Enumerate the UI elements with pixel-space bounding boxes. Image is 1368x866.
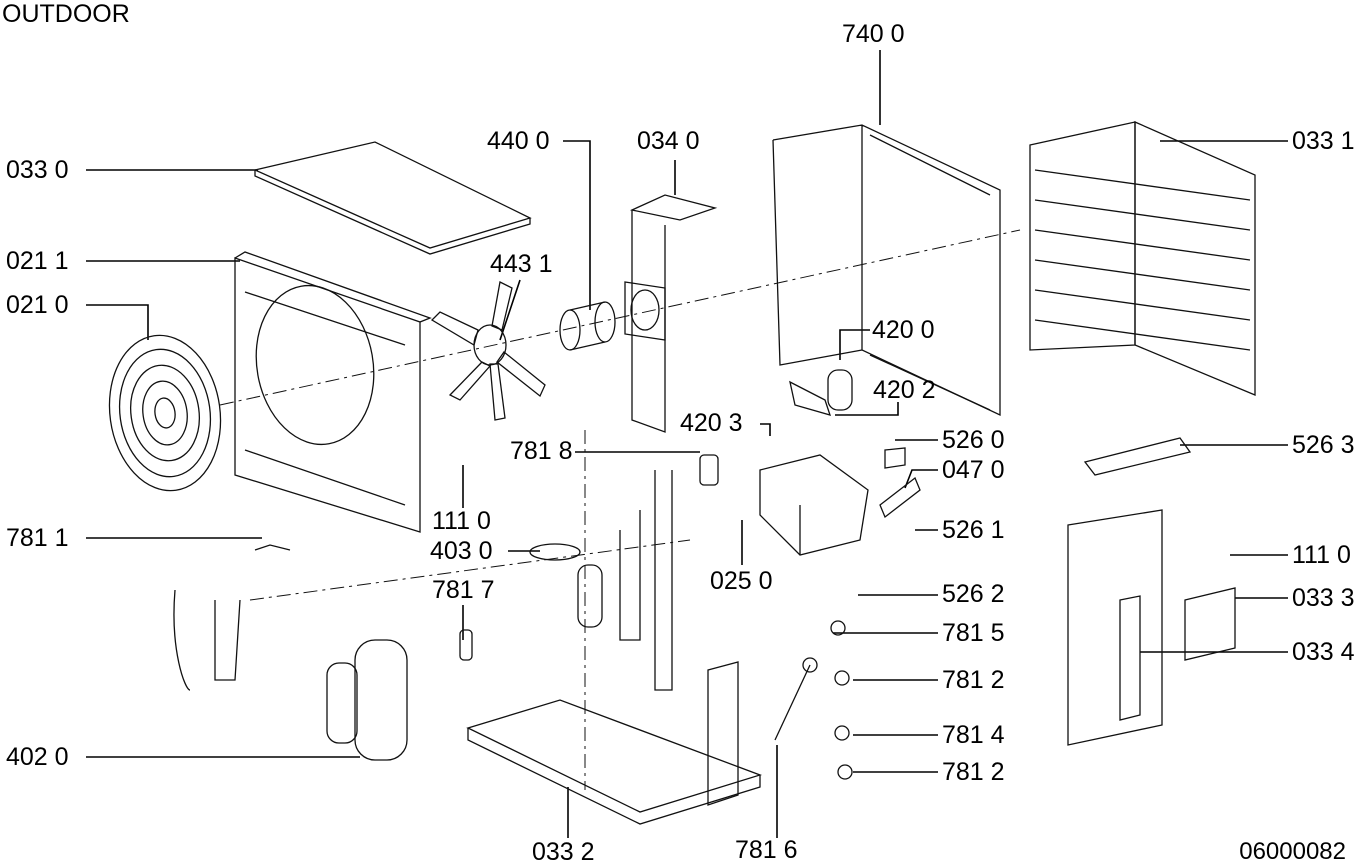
front-panel-021-1 [234,251,432,533]
callout-781-6: 781 6 [735,836,798,864]
diagram-title: OUTDOOR [2,0,130,28]
callout-781-4: 781 4 [942,721,1005,749]
callout-781-5: 781 5 [942,619,1005,647]
callout-033-3: 033 3 [1292,584,1355,612]
callout-526-3: 526 3 [1292,431,1355,459]
assembly-axis-lines [219,229,1021,790]
callout-021-0: 021 0 [6,291,69,319]
callout-781-2-lower: 781 2 [942,758,1005,786]
callout-781-7: 781 7 [432,576,495,604]
callout-740-0: 740 0 [842,20,905,48]
fan-motor-440-0 [559,301,616,351]
callout-420-3: 420 3 [680,409,743,437]
callout-402-0: 402 0 [6,743,69,771]
callout-025-0: 025 0 [710,567,773,595]
callout-781-2-upper: 781 2 [942,666,1005,694]
control-box-025-0 [759,447,921,556]
callout-440-0: 440 0 [487,127,550,155]
callout-526-0: 526 0 [942,426,1005,454]
callout-443-1: 443 1 [490,250,553,278]
side-panel-033-4 [1067,437,1236,746]
callout-034-0: 034 0 [637,127,700,155]
callout-021-1: 021 1 [6,247,69,275]
leader-lines [86,50,1288,838]
drawing-number: 06000082 [1239,838,1346,865]
callout-781-8: 781 8 [510,437,573,465]
callout-033-2: 033 2 [532,838,595,866]
rear-grille-033-1 [1029,121,1256,396]
top-cover-033-0 [252,141,532,255]
capacitor-420-0 [789,369,853,416]
callout-033-0: 033 0 [6,156,69,184]
callout-526-2: 526 2 [942,580,1005,608]
callout-403-0: 403 0 [430,537,493,565]
fan-grille-021-0 [108,334,222,492]
callout-111-0-side: 111 0 [1292,541,1351,569]
service-valves [459,454,853,780]
callout-033-4: 033 4 [1292,638,1355,666]
compressor-402-0 [173,544,408,761]
fan-blade-443-1 [430,281,546,421]
base-pan-033-2 [466,661,763,825]
callout-781-1: 781 1 [6,524,69,552]
callout-047-0: 047 0 [942,456,1005,484]
callout-526-1: 526 1 [942,516,1005,544]
callout-111-0-front: 111 0 [432,507,491,535]
accumulator-403-0 [529,470,673,691]
callout-420-2: 420 2 [873,376,936,404]
callout-420-0: 420 0 [872,316,935,344]
motor-bracket-034-0 [624,194,718,433]
callout-033-1: 033 1 [1292,127,1355,155]
condenser-coil-740-0 [772,124,1001,417]
